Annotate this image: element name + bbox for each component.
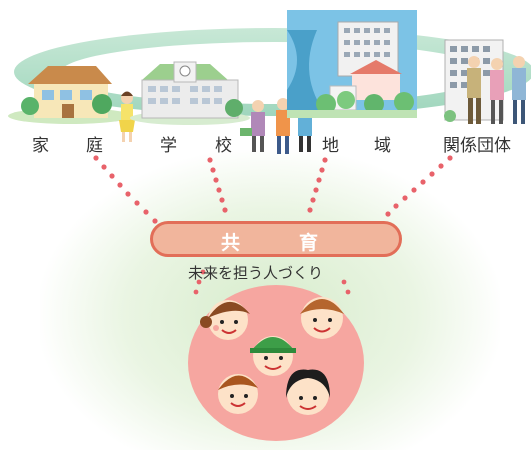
kyoiku-pill: 共 育: [150, 221, 402, 257]
community-illustration: [287, 10, 417, 118]
label-gakko-2: 校: [215, 136, 232, 156]
kyoiku-char-1: 共: [221, 232, 241, 254]
label-gakko-1: 学: [160, 136, 177, 156]
organization-illustration: [444, 39, 526, 124]
label-chiiki-2: 域: [374, 136, 391, 156]
woman-figure: [119, 91, 135, 142]
arc-inner: [60, 42, 490, 104]
child-face-girl-2: [286, 369, 330, 415]
label-katei-1: 家: [32, 136, 49, 156]
kyoiku-char-2: 育: [299, 232, 319, 254]
child-face-boy-2: [218, 374, 258, 414]
house-illustration: [8, 66, 132, 124]
label-katei-2: 庭: [86, 136, 103, 156]
dotted-connectors: [93, 155, 453, 295]
child-face-boy-1: [300, 297, 344, 339]
child-face-cap: [250, 336, 296, 376]
label-chiiki-1: 地: [322, 136, 339, 156]
label-kankei-dantai: 関係団体: [443, 136, 511, 156]
child-face-girl: [200, 300, 250, 340]
school-illustration: [130, 61, 250, 125]
subtitle: 未来を担う人づくり: [188, 264, 324, 282]
